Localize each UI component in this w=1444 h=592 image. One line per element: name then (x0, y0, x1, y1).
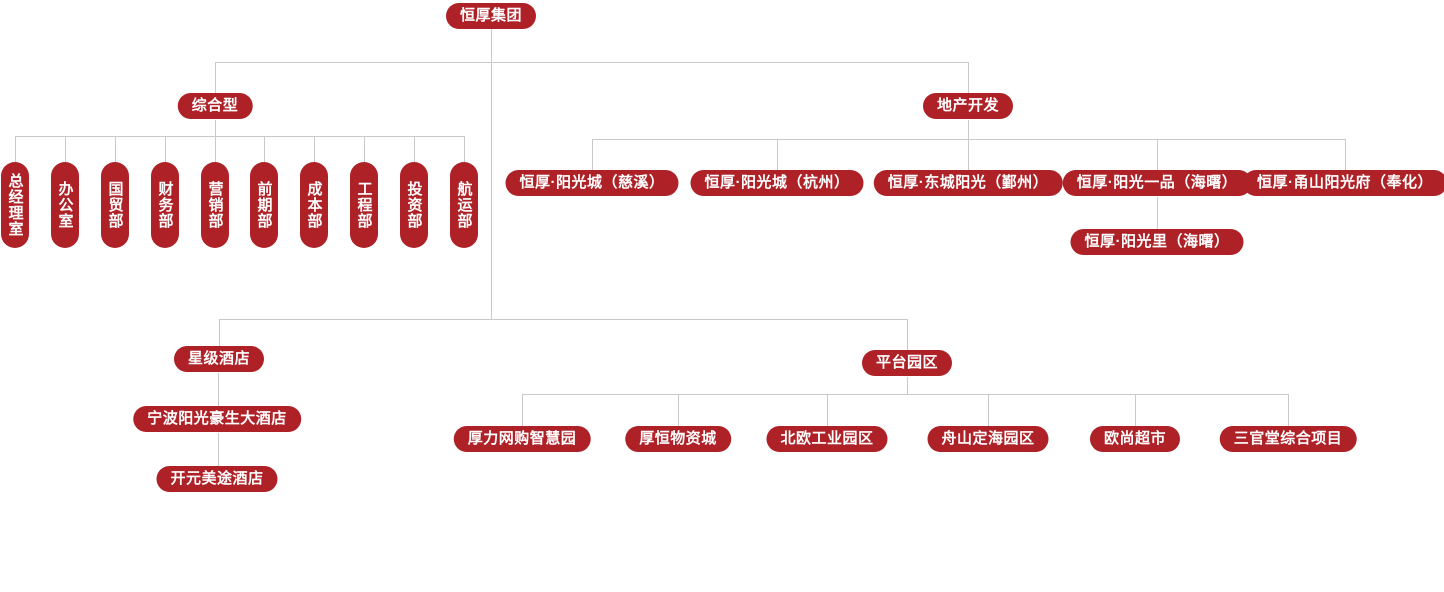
connector-line (777, 139, 778, 170)
connector-line (215, 62, 216, 93)
node-park-houli-smart-park: 厚力网购智慧园 (453, 426, 591, 452)
connector-line (907, 319, 908, 350)
connector-line (65, 136, 66, 162)
node-project-sunshine-city-hangzhou: 恒厚·阳光城（杭州） (690, 170, 864, 196)
connector-line (678, 394, 679, 426)
connector-line (218, 433, 219, 466)
connector-line (907, 377, 908, 394)
node-park-nordic-industrial: 北欧工业园区 (766, 426, 888, 452)
connector-line (592, 139, 593, 170)
node-project-yongshan-sunshine-fu-fenghua: 恒厚·甬山阳光府（奉化） (1243, 170, 1444, 196)
node-dept-finance: 财务部 (151, 162, 179, 248)
connector-line (491, 29, 492, 319)
connector-line (522, 394, 1288, 395)
connector-line (215, 62, 968, 63)
connector-line (414, 136, 415, 162)
node-dept-marketing: 营销部 (201, 162, 229, 248)
connector-line (264, 136, 265, 162)
connector-line (219, 319, 907, 320)
node-dept-general-manager-office: 总经理室 (1, 162, 29, 248)
node-park-auchan-supermarket: 欧尚超市 (1089, 426, 1181, 452)
connector-line (218, 373, 219, 406)
connector-line (314, 136, 315, 162)
node-project-sunshine-yipin-haishu: 恒厚·阳光一品（海曙） (1062, 170, 1252, 196)
connector-line (827, 394, 828, 426)
node-dept-preliminary: 前期部 (250, 162, 278, 248)
connector-line (1345, 139, 1346, 170)
connector-line (1288, 394, 1289, 426)
connector-line (215, 136, 216, 162)
connector-line (988, 394, 989, 426)
connector-line (364, 136, 365, 162)
node-category-real-estate: 地产开发 (922, 93, 1014, 119)
node-hotel-kaiyuan-meitu: 开元美途酒店 (156, 466, 278, 492)
node-dept-cost: 成本部 (300, 162, 328, 248)
connector-line (464, 136, 465, 162)
node-project-sunshine-li-haishu: 恒厚·阳光里（海曙） (1070, 229, 1244, 255)
connector-line (968, 139, 969, 170)
node-hotel-ningbo-sunshine-haosheng: 宁波阳光豪生大酒店 (133, 406, 301, 432)
node-dept-shipping: 航运部 (450, 162, 478, 248)
connector-line (15, 136, 16, 162)
connector-line (1135, 394, 1136, 426)
node-dept-investment: 投资部 (400, 162, 428, 248)
node-dept-office: 办公室 (51, 162, 79, 248)
connector-line (219, 319, 220, 346)
node-project-dongcheng-sunshine-yinzhou: 恒厚·东城阳光（鄞州） (873, 170, 1063, 196)
node-park-houheng-materials-city: 厚恒物资城 (625, 426, 731, 452)
node-category-comprehensive: 综合型 (177, 93, 253, 119)
node-dept-intl-trade: 国贸部 (101, 162, 129, 248)
connector-line (15, 136, 464, 137)
connector-line (968, 120, 969, 139)
node-dept-engineering: 工程部 (350, 162, 378, 248)
connector-line (522, 394, 523, 426)
connector-line (1157, 197, 1158, 229)
node-group-root: 恒厚集团 (445, 3, 537, 29)
connector-line (165, 136, 166, 162)
node-park-sanguantang-project: 三官堂综合项目 (1219, 426, 1357, 452)
connector-line (215, 120, 216, 136)
connector-line (115, 136, 116, 162)
node-project-sunshine-city-cixi: 恒厚·阳光城（慈溪） (505, 170, 679, 196)
connector-line (968, 62, 969, 93)
node-category-platform-parks: 平台园区 (861, 350, 953, 376)
connector-line (1157, 139, 1158, 170)
node-park-zhoushan-dinghai: 舟山定海园区 (927, 426, 1049, 452)
node-category-star-hotels: 星级酒店 (173, 346, 265, 372)
